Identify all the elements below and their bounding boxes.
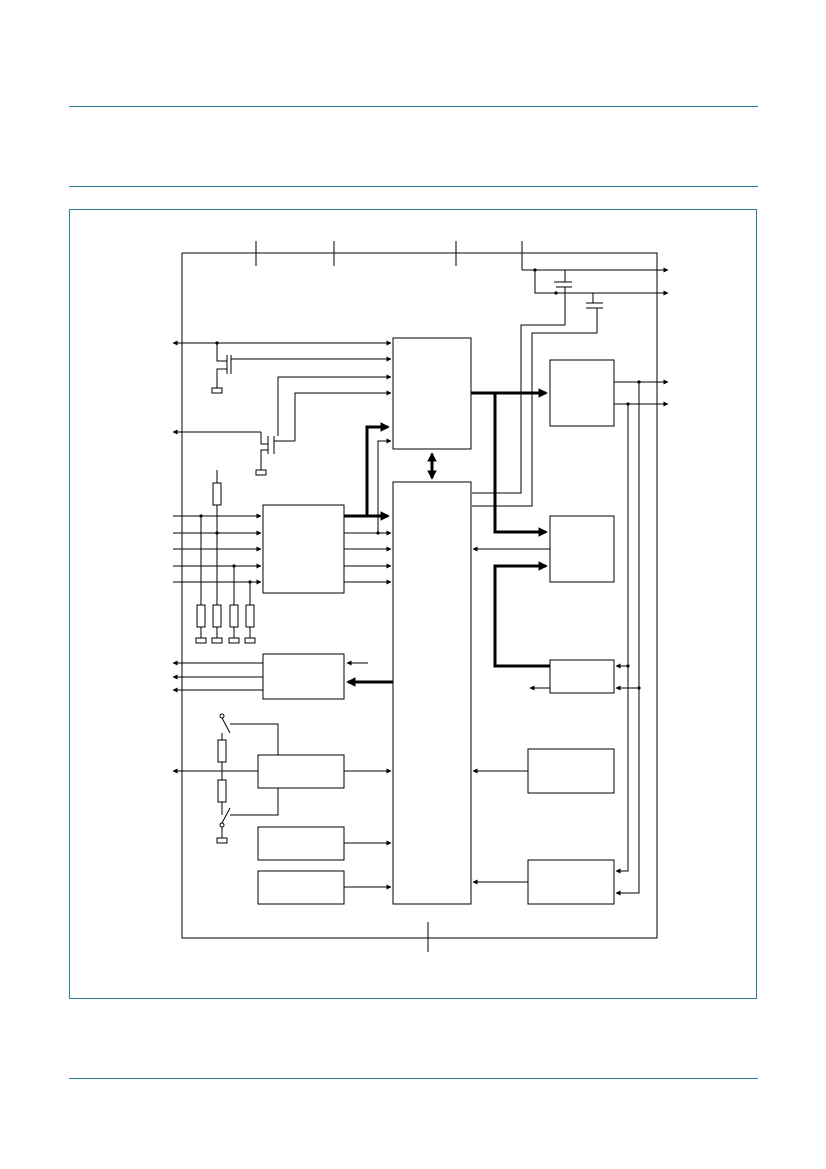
block-switch-interface — [257, 754, 345, 789]
block-right-small — [549, 659, 615, 694]
output-lines — [172, 660, 393, 693]
switch-network — [172, 713, 392, 844]
block-right-middle — [549, 515, 615, 583]
block-upper — [392, 337, 472, 450]
block-output — [262, 653, 345, 700]
input-lines — [173, 470, 262, 644]
header-rule-top — [69, 106, 758, 107]
block-right-lower — [527, 748, 615, 794]
footer-rule — [69, 1078, 758, 1079]
right-buses — [471, 388, 550, 885]
right-bus-lines — [614, 379, 669, 896]
block-right-bottom — [527, 859, 615, 905]
header-rule-bottom — [69, 186, 758, 187]
figure-frame — [69, 209, 757, 999]
block-input-interface — [262, 504, 345, 594]
top-pins — [255, 241, 523, 270]
left-transistor-network — [172, 340, 392, 476]
transistor-pair-top-right — [472, 267, 669, 507]
block-core — [392, 481, 472, 905]
block-bottom-left-2 — [257, 870, 345, 905]
block-bottom-left-1 — [257, 826, 345, 861]
chip-outline — [181, 252, 658, 939]
input-to-core-lines — [344, 422, 392, 585]
block-right-top — [549, 359, 615, 427]
